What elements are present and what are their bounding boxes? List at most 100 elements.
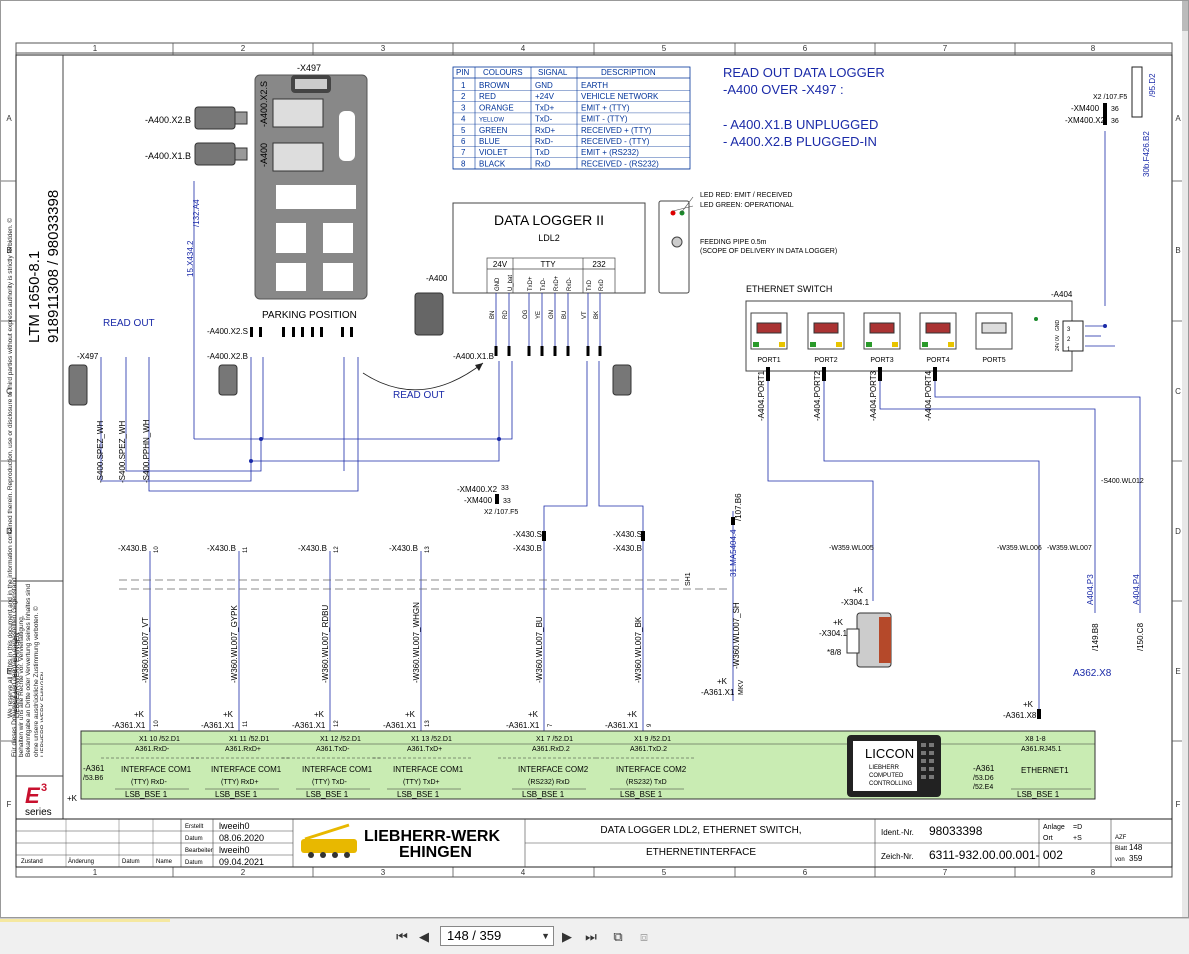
plus-k-label: +K: [627, 710, 638, 719]
svg-text:-X430.B: -X430.B: [613, 544, 642, 553]
svg-text:X1 7 /52.D1: X1 7 /52.D1: [536, 736, 573, 743]
svg-text:Ort: Ort: [1043, 835, 1053, 842]
row-label: F: [1176, 800, 1181, 809]
svg-text:-S400.PPHN_WH: -S400.PPHN_WH: [142, 419, 151, 483]
page-navigation-toolbar: ⏮ ◀ 148 / 359▼ ▶ ⏭ ⧉ ⧈: [0, 918, 1189, 954]
pin-table-cell: RxD: [535, 159, 551, 168]
pin-table-cell: BLACK: [479, 159, 506, 168]
plus-k-label: +K: [405, 710, 416, 719]
a361x1-label: -A361.X1: [292, 721, 326, 730]
plus-k-label: +K: [223, 710, 234, 719]
svg-text:LSB_BSE 1: LSB_BSE 1: [125, 790, 168, 799]
crane-logo: [301, 823, 357, 858]
wire-colour-label: OG: [523, 309, 529, 319]
svg-text:X1 11 /52.D1: X1 11 /52.D1: [229, 736, 269, 743]
svg-text:-S400.WL012: -S400.WL012: [1101, 478, 1144, 485]
svg-text:A361.RJ45.1: A361.RJ45.1: [1021, 746, 1062, 753]
svg-text:Datum: Datum: [122, 859, 140, 865]
svg-text:Zeich-Nr.: Zeich-Nr.: [881, 852, 913, 861]
wire-bundle: [100, 131, 1141, 741]
column-label: 5: [662, 868, 667, 877]
e3-logo: E: [25, 783, 41, 808]
last-page-icon[interactable]: ⏭: [585, 929, 597, 944]
parking-pins: [250, 327, 353, 337]
wire-colour-label: BU: [562, 311, 568, 319]
svg-text:LED GREEN: OPERATIONAL: LED GREEN: OPERATIONAL: [700, 202, 794, 209]
left-sidebar: LTM 1650-8.1 918911308 / 98033398 We res…: [7, 55, 64, 819]
port-wire-label: -A404.PORT3: [869, 370, 878, 421]
pin-table-cell: RxD-: [535, 137, 554, 146]
svg-text:LSB_BSE 1: LSB_BSE 1: [522, 790, 565, 799]
a400x1b-label: -A400.X1.B: [145, 151, 191, 161]
column-label: 5: [662, 44, 667, 53]
wire-colour-label: VT: [582, 311, 588, 319]
pin-table-cell: RxD+: [535, 126, 556, 135]
svg-text:A361.TxD-: A361.TxD-: [316, 746, 350, 753]
vertical-scrollbar[interactable]: [1182, 1, 1188, 917]
data-logger-device-icon: [658, 196, 694, 294]
svg-text:A362.X8: A362.X8: [1073, 668, 1112, 679]
e3-logo-series: series: [25, 807, 52, 818]
sheet-number: 148: [1129, 843, 1143, 852]
pin-table-cell: EARTH: [581, 81, 608, 90]
ref-label: 15.X434.2: [186, 240, 195, 277]
pin-table-cell: 6: [461, 137, 466, 146]
x497-label: -X497: [297, 63, 321, 73]
svg-text:-A400.X2.S: -A400.X2.S: [207, 327, 248, 336]
svg-text:-A400.X2.B: -A400.X2.B: [207, 352, 248, 361]
svg-text:+S: +S: [1073, 835, 1082, 842]
svg-text:-X304.1: -X304.1: [819, 629, 848, 638]
svg-text:X1 13 /52.D1: X1 13 /52.D1: [411, 736, 452, 743]
e3-logo-superscript: 3: [41, 782, 47, 794]
port-wire-label: -A404.PORT4: [924, 370, 933, 421]
pin-table-cell: BROWN: [479, 81, 510, 90]
svg-text:lweeih0: lweeih0: [219, 821, 250, 831]
svg-text:X1 12 /52.D1: X1 12 /52.D1: [320, 736, 361, 743]
svg-text:LICCON: LICCON: [865, 746, 914, 761]
svg-text:Zustand: Zustand: [21, 859, 43, 865]
x430-label: -X430.B: [389, 544, 418, 553]
chevron-down-icon[interactable]: ▼: [541, 931, 550, 941]
data-logger-pin-label: GND: [495, 277, 501, 291]
data-logger-pin-label: TxD+: [528, 276, 534, 291]
column-label: 4: [521, 868, 526, 877]
x430-pin-number: 13: [425, 546, 431, 553]
a404-pin-number: 1: [1067, 347, 1071, 353]
a361x1-pin-number: 7: [548, 723, 554, 727]
page-number-select[interactable]: 148 / 359▼: [440, 926, 554, 946]
svg-text:MKV: MKV: [738, 680, 745, 696]
pin-table-cell: GREEN: [479, 126, 508, 135]
x430-label: -X430.B: [207, 544, 236, 553]
svg-text:LED RED: EMIT / RECEIVED: LED RED: EMIT / RECEIVED: [700, 192, 792, 199]
fit-page-icon[interactable]: ⧉: [613, 929, 623, 944]
fit-width-icon[interactable]: ⧈: [639, 929, 649, 944]
a400x2b-label: -A400.X2.B: [145, 115, 191, 125]
column-label: 8: [1091, 868, 1096, 877]
connector-icon: [846, 612, 892, 668]
svg-text:33: 33: [501, 485, 509, 492]
svg-text:/149.B8: /149.B8: [1091, 623, 1100, 651]
svg-text:/53.B6: /53.B6: [83, 775, 103, 782]
svg-text:Datum: Datum: [185, 860, 203, 866]
pin-table-cell: TxD-: [535, 115, 553, 124]
next-page-icon[interactable]: ▶: [562, 929, 572, 944]
svg-text:INTERFACE COM2: INTERFACE COM2: [518, 765, 589, 774]
drawing-number: 6311-932.00.00.001- 002: [929, 848, 1063, 862]
svg-text:/95.D2: /95.D2: [1148, 73, 1157, 97]
row-label: F: [7, 800, 12, 809]
pin-table-cell: 1: [461, 81, 466, 90]
first-page-icon[interactable]: ⏮: [396, 929, 408, 944]
pin-table-cell: 5: [461, 126, 466, 135]
svg-text:(TTY) RxD-: (TTY) RxD-: [131, 779, 167, 786]
plus-k-label: +K: [134, 710, 145, 719]
svg-text:Bearbeiter: Bearbeiter: [185, 848, 213, 854]
pin-table-cell: 2: [461, 92, 466, 101]
svg-text:-A404: -A404: [1051, 290, 1073, 299]
company-name: LIEBHERR-WERK: [364, 828, 500, 845]
previous-page-icon[interactable]: ◀: [419, 929, 429, 944]
wire-colour-label: GN: [549, 310, 555, 319]
pin-table-cell: RECEIVED - (TTY): [581, 137, 650, 146]
svg-text:(TTY) RxD+: (TTY) RxD+: [221, 779, 259, 786]
scrollbar-thumb[interactable]: [1182, 1, 1188, 31]
pin-table-cell: RED: [479, 92, 496, 101]
